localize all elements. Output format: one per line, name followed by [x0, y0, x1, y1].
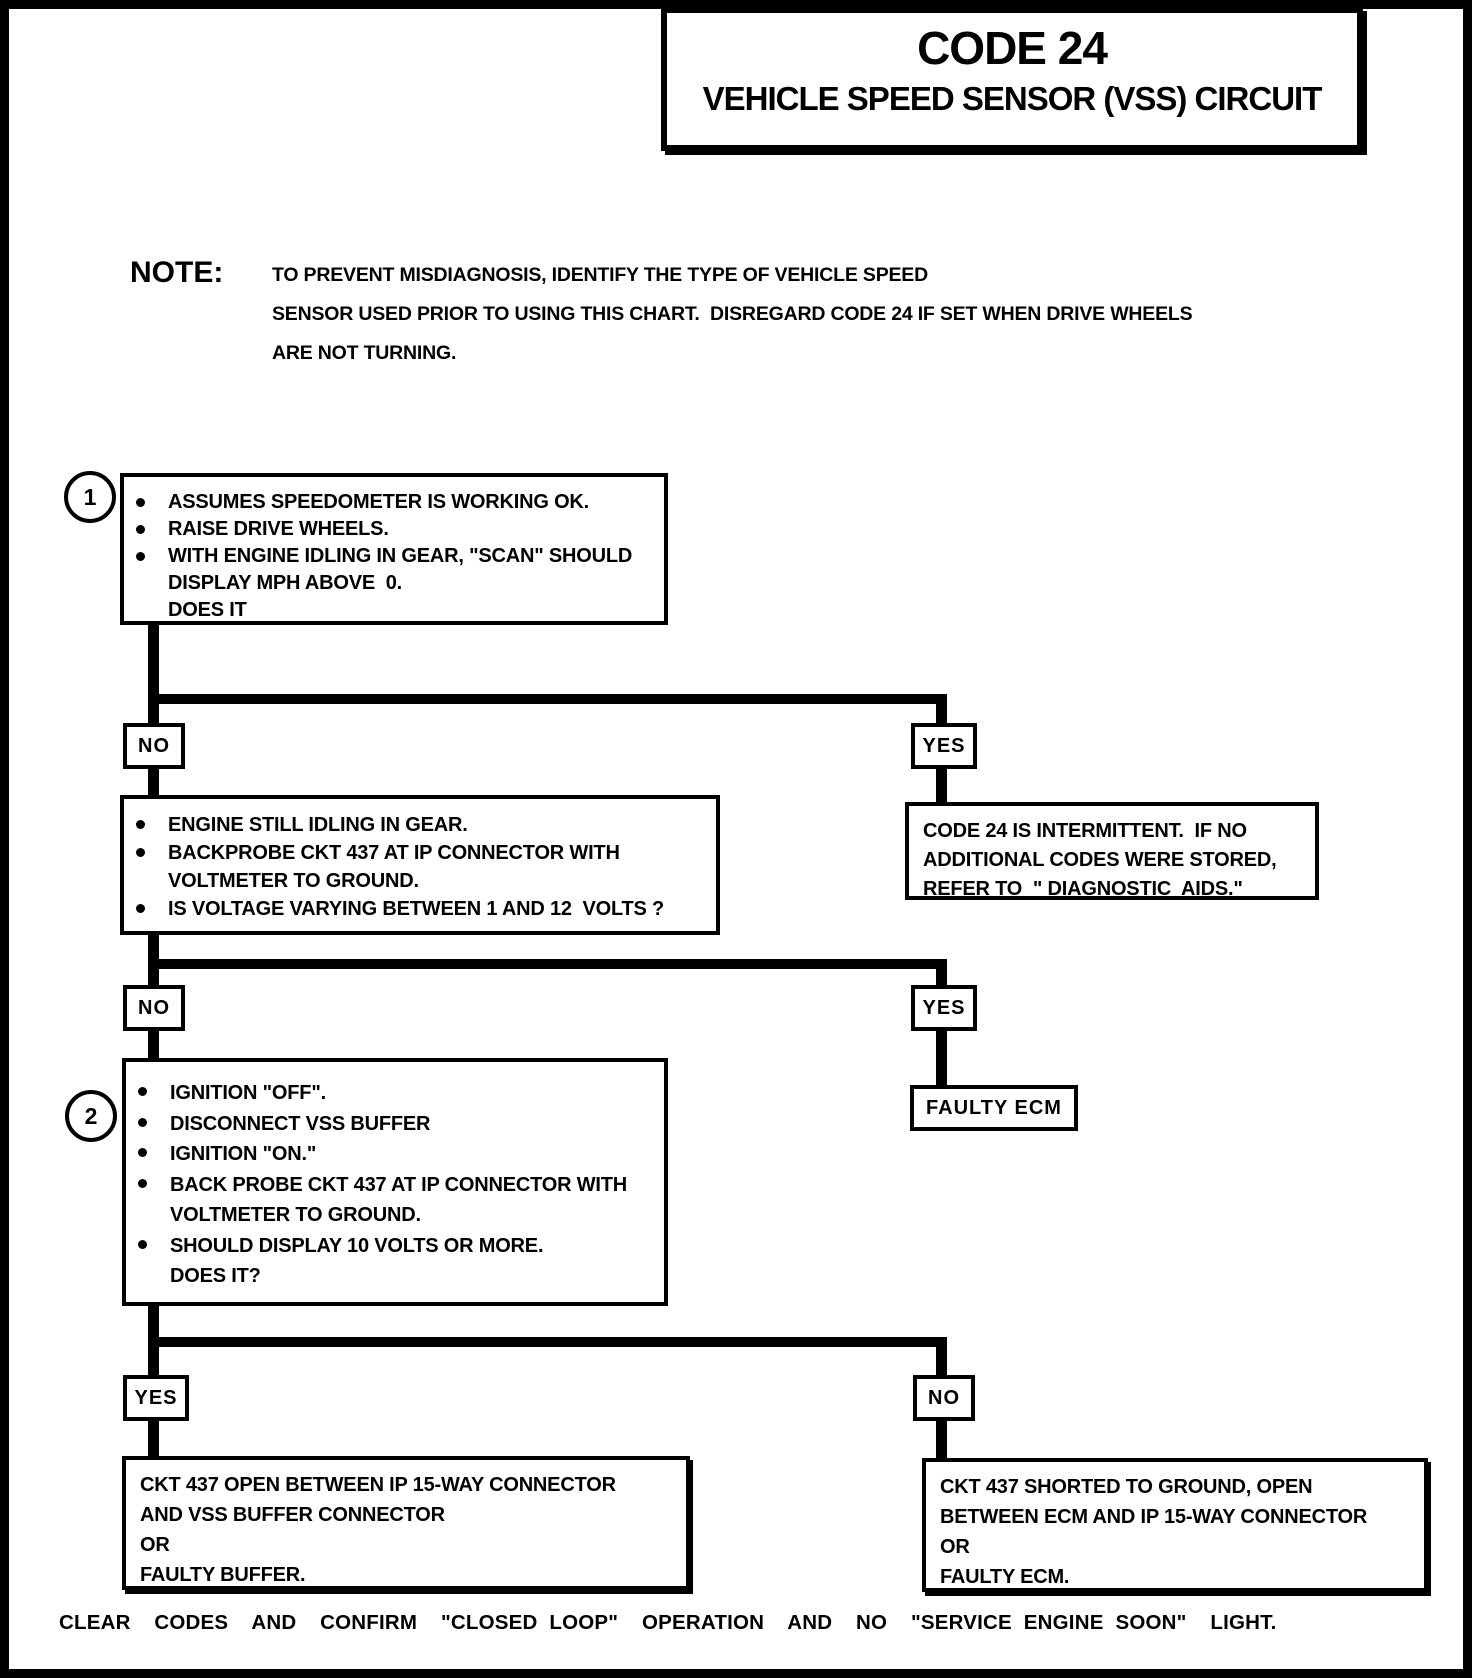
- note-line: SENSOR USED PRIOR TO USING THIS CHART. D…: [272, 303, 1193, 325]
- connector-stem: [936, 959, 947, 989]
- line-text: REFER TO " DIAGNOSTIC AIDS.": [923, 878, 1243, 900]
- result-box-open-circuit: CKT 437 OPEN BETWEEN IP 15-WAY CONNECTOR…: [122, 1456, 690, 1590]
- bullet-icon: [138, 1178, 147, 1188]
- bullet-line: SHOULD DISPLAY 10 VOLTS OR MORE.: [126, 1231, 664, 1262]
- connector-stem: [148, 1419, 159, 1459]
- branch2-no-label: NO: [123, 985, 185, 1031]
- connector-branch: [148, 1337, 947, 1347]
- connector-stem: [936, 1419, 947, 1461]
- continuation-line: VOLTMETER TO GROUND.: [170, 1200, 664, 1231]
- decision-box-1: ASSUMES SPEEDOMETER IS WORKING OK. RAISE…: [120, 473, 668, 625]
- branch2-yes-label: YES: [911, 985, 977, 1031]
- line-text: FAULTY BUFFER.: [140, 1564, 306, 1586]
- connector-stem: [936, 1337, 947, 1382]
- connector-stem: [936, 1029, 947, 1089]
- branch3-yes-label: YES: [123, 1375, 189, 1421]
- branch3-no-label: NO: [913, 1375, 975, 1421]
- bullet-icon: [138, 1117, 147, 1127]
- bullet-icon: [138, 1148, 147, 1157]
- line-text: DISPLAY MPH ABOVE 0.: [168, 572, 403, 594]
- connector-stem: [936, 767, 947, 807]
- line-text: ENGINE STILL IDLING IN GEAR.: [168, 814, 468, 836]
- line-text: VOLTMETER TO GROUND.: [170, 1204, 421, 1226]
- bullet-icon: [136, 820, 145, 829]
- line-text: BETWEEN ECM AND IP 15-WAY CONNECTOR: [940, 1506, 1368, 1528]
- line-text: ADDITIONAL CODES WERE STORED,: [923, 849, 1277, 871]
- bullet-line: IGNITION "OFF".: [126, 1078, 664, 1109]
- line-text: WITH ENGINE IDLING IN GEAR, "SCAN" SHOUL…: [168, 545, 633, 567]
- line-text: RAISE DRIVE WHEELS.: [168, 518, 389, 540]
- step-1-circle: 1: [64, 471, 116, 523]
- line-text: CODE 24 IS INTERMITTENT. IF NO: [923, 820, 1247, 842]
- bullet-line: WITH ENGINE IDLING IN GEAR, "SCAN" SHOUL…: [124, 543, 664, 570]
- bullet-line: BACKPROBE CKT 437 AT IP CONNECTOR WITH: [124, 839, 716, 867]
- line-text: OR: [140, 1534, 170, 1556]
- bullet-icon: [136, 552, 145, 561]
- bullet-icon: [136, 498, 145, 507]
- bullet-icon: [138, 1239, 147, 1249]
- line-text: DOES IT?: [170, 1265, 261, 1287]
- line-text: AND VSS BUFFER CONNECTOR: [140, 1504, 445, 1526]
- line-text: FAULTY ECM.: [940, 1566, 1070, 1588]
- decision-box-2: IGNITION "OFF". DISCONNECT VSS BUFFER IG…: [122, 1058, 668, 1306]
- note-label: NOTE:: [130, 256, 224, 289]
- decision-box-no1: ENGINE STILL IDLING IN GEAR. BACKPROBE C…: [120, 795, 720, 935]
- result-box-faulty-ecm: FAULTY ECM: [910, 1085, 1078, 1131]
- title-box: CODE 24 VEHICLE SPEED SENSOR (VSS) CIRCU…: [661, 9, 1363, 151]
- bullet-line: IS VOLTAGE VARYING BETWEEN 1 AND 12 VOLT…: [124, 895, 716, 923]
- bullet-line: BACK PROBE CKT 437 AT IP CONNECTOR WITH: [126, 1170, 664, 1201]
- line-text: OR: [940, 1536, 970, 1558]
- continuation-line: DISPLAY MPH ABOVE 0.: [168, 570, 664, 597]
- bullet-line: IGNITION "ON.": [126, 1139, 664, 1170]
- connector-branch: [148, 694, 947, 704]
- connector-branch: [148, 959, 947, 969]
- line-text: DISCONNECT VSS BUFFER: [170, 1112, 431, 1135]
- branch1-no-label: NO: [123, 723, 185, 769]
- line-text: IGNITION "OFF".: [170, 1082, 326, 1104]
- line-text: SHOULD DISPLAY 10 VOLTS OR MORE.: [170, 1234, 544, 1257]
- note-line: ARE NOT TURNING.: [272, 342, 457, 364]
- result-box-intermittent: CODE 24 IS INTERMITTENT. IF NO ADDITIONA…: [905, 802, 1319, 900]
- connector-stem: [148, 767, 159, 799]
- continuation-line: DOES IT: [168, 597, 664, 624]
- branch1-yes-label: YES: [911, 723, 977, 769]
- line-text: BACKPROBE CKT 437 AT IP CONNECTOR WITH: [168, 842, 620, 864]
- continuation-line: DOES IT?: [170, 1261, 664, 1292]
- line-text: CKT 437 OPEN BETWEEN IP 15-WAY CONNECTOR: [140, 1474, 616, 1496]
- page-subtitle: VEHICLE SPEED SENSOR (VSS) CIRCUIT: [702, 80, 1323, 117]
- bullet-icon: [136, 848, 145, 857]
- bullet-icon: [138, 1087, 147, 1096]
- connector-stem: [148, 619, 159, 739]
- bullet-icon: [136, 904, 145, 913]
- continuation-line: VOLTMETER TO GROUND.: [168, 867, 716, 895]
- line-text: IS VOLTAGE VARYING BETWEEN 1 AND 12 VOLT…: [168, 898, 665, 920]
- line-text: ASSUMES SPEEDOMETER IS WORKING OK.: [168, 491, 590, 513]
- connector-stem: [148, 1029, 159, 1061]
- page-title: CODE 24: [917, 22, 1108, 74]
- result-box-short-circuit: CKT 437 SHORTED TO GROUND, OPEN BETWEEN …: [922, 1458, 1428, 1592]
- bullet-line: DISCONNECT VSS BUFFER: [126, 1109, 664, 1140]
- bullet-line: ENGINE STILL IDLING IN GEAR.: [124, 811, 716, 839]
- line-text: DOES IT: [168, 599, 247, 621]
- line-text: VOLTMETER TO GROUND.: [168, 870, 419, 892]
- note-line: TO PREVENT MISDIAGNOSIS, IDENTIFY THE TY…: [272, 264, 928, 286]
- bullet-line: ASSUMES SPEEDOMETER IS WORKING OK.: [124, 489, 664, 516]
- bullet-icon: [136, 525, 145, 534]
- line-text: CKT 437 SHORTED TO GROUND, OPEN: [940, 1476, 1313, 1498]
- line-text: BACK PROBE CKT 437 AT IP CONNECTOR WITH: [170, 1173, 628, 1196]
- connector-stem: [936, 694, 947, 729]
- step-2-circle: 2: [65, 1090, 117, 1142]
- footer-instruction: CLEAR CODES AND CONFIRM "CLOSED LOOP" OP…: [59, 1611, 1277, 1634]
- line-text: IGNITION "ON.": [170, 1143, 317, 1165]
- bullet-line: RAISE DRIVE WHEELS.: [124, 516, 664, 543]
